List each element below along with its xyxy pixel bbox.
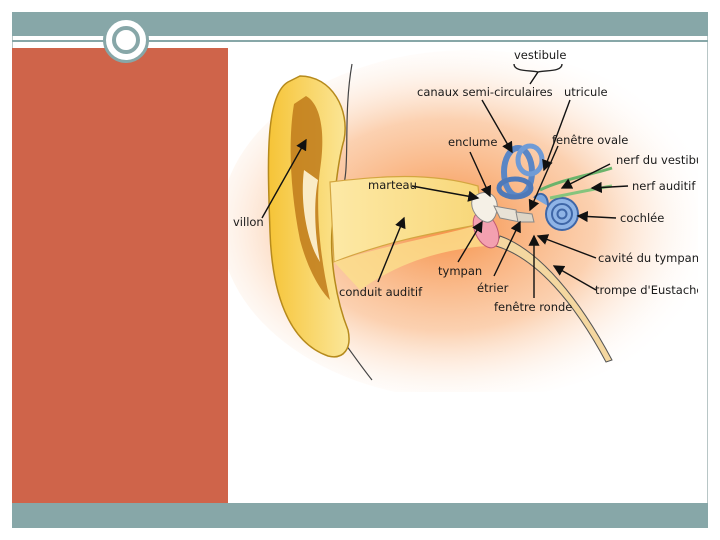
label-etrier: étrier <box>477 281 509 295</box>
label-fenetre-ronde: fenêtre ronde <box>494 300 572 314</box>
pointer-utricule <box>542 99 571 172</box>
label-cavite: cavité du tympan <box>598 251 698 265</box>
bottom-accent-bar <box>12 503 708 528</box>
pointer-cochlee <box>576 210 617 223</box>
label-nerf-vestibu: nerf du vestibu <box>616 153 698 167</box>
label-conduit: conduit auditif <box>339 285 423 299</box>
circle-ornament <box>103 17 149 63</box>
pointer-tympan <box>457 220 483 263</box>
ear-anatomy-diagram: vestibule canaux semi-circulaires utricu… <box>228 48 698 392</box>
label-canaux: canaux semi-circulaires <box>417 85 553 99</box>
pointer-conduit <box>377 216 406 283</box>
label-fenetre-ovale: fenêtre ovale <box>552 133 628 147</box>
label-marteau: marteau <box>368 178 417 192</box>
side-panel <box>12 48 228 503</box>
label-tympan: tympan <box>438 264 482 278</box>
pointer-vestibule-brace <box>529 71 539 85</box>
vestibular-nerve-shape <box>539 166 613 192</box>
label-trompe: trompe d'Eustache <box>595 283 698 297</box>
ear-canal-lower <box>334 224 486 290</box>
pointer-enclume <box>469 151 492 198</box>
label-cochlee: cochlée <box>620 211 664 225</box>
label-pavillon: villon <box>233 215 264 229</box>
pointer-fenetre-ovale <box>528 145 559 212</box>
pointer-nerf-auditif <box>590 181 629 194</box>
pointer-cavite <box>536 234 597 259</box>
label-enclume: enclume <box>448 135 497 149</box>
pointer-pavillon <box>261 138 307 219</box>
pointer-nerf-vestibu <box>560 163 611 189</box>
pointer-trompe <box>552 265 597 291</box>
pointer-canaux <box>481 99 513 154</box>
top-accent-line <box>12 40 708 42</box>
pointer-marteau <box>411 185 480 202</box>
pinna-shape <box>267 75 350 358</box>
pointer-etrier <box>493 220 521 277</box>
label-nerf-auditif: nerf auditif <box>632 179 696 193</box>
label-utricule: utricule <box>564 85 608 99</box>
label-vestibule: vestibule <box>514 48 566 62</box>
